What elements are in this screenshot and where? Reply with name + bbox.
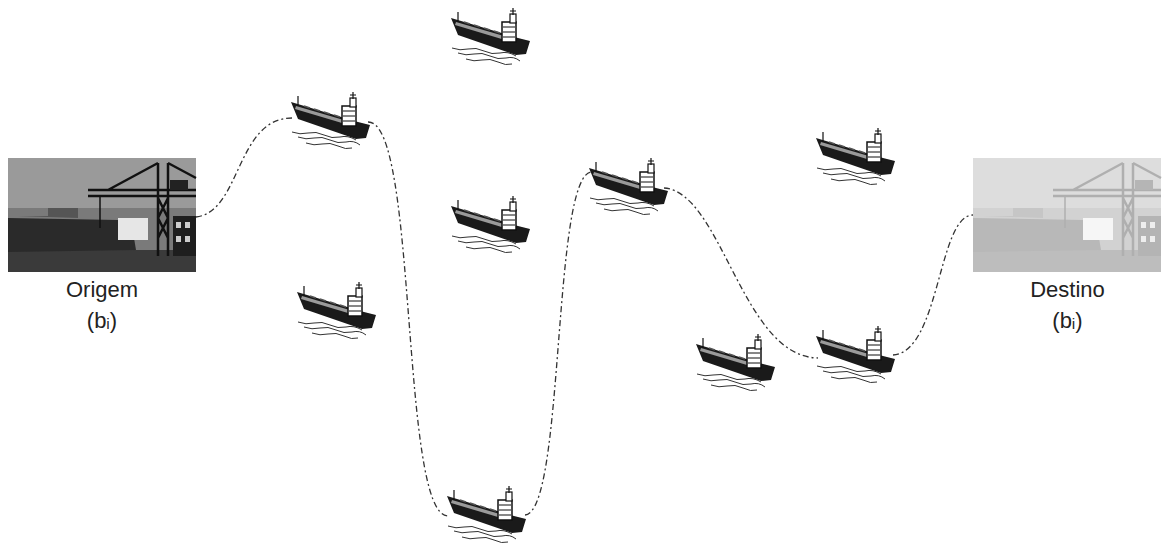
port-node: Origem (bᵢ) [8, 158, 196, 272]
ship [447, 486, 526, 543]
destination-port-image [973, 158, 1161, 272]
ship [291, 92, 370, 149]
ship [451, 196, 530, 253]
origin-port-image [8, 158, 196, 272]
route-line [196, 118, 973, 516]
ship [696, 334, 775, 391]
ship [589, 158, 668, 215]
dashed-route [196, 118, 973, 516]
port-node: Destino (bᵢ) [973, 158, 1162, 272]
ship [297, 282, 376, 339]
ship [451, 8, 530, 65]
port-label-box: Destino (bᵢ) [973, 274, 1162, 336]
port-label: Destino (bᵢ) [1020, 274, 1116, 336]
ship [816, 326, 895, 383]
ship [816, 128, 895, 185]
port-label-box: Origem (bᵢ) [8, 274, 196, 336]
port-label: Origem (bᵢ) [54, 274, 150, 336]
